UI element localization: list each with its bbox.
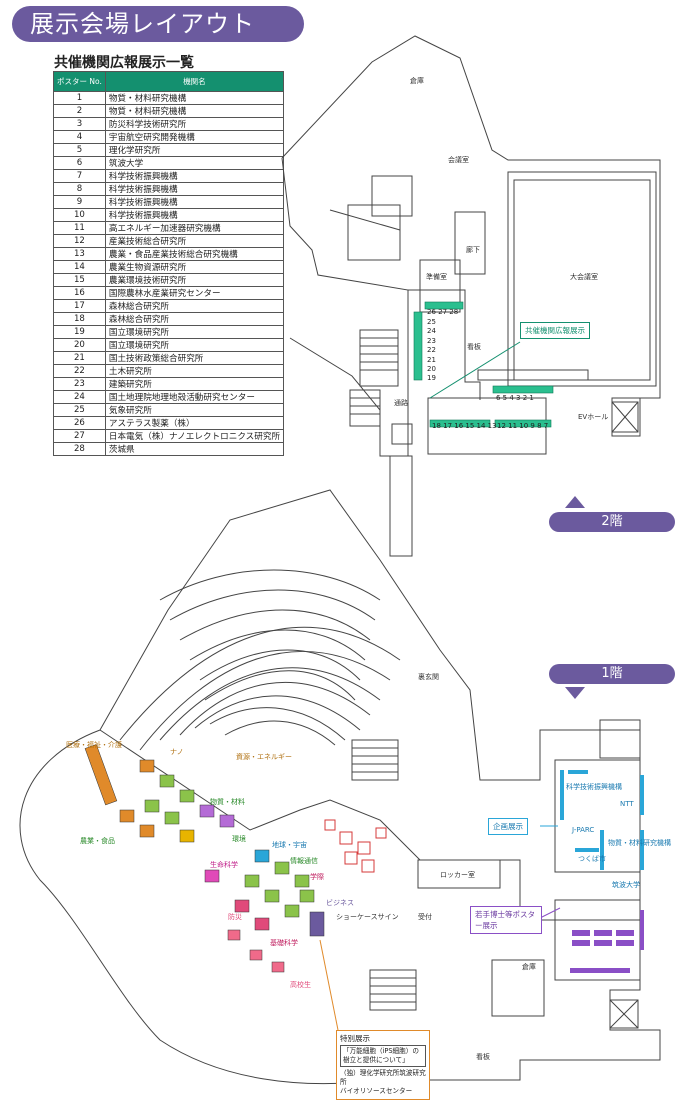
table-header-row: ポスター No. 機関名 [53, 71, 285, 92]
f1-tsukuba-city: つくば市 [578, 855, 606, 863]
special-line2: 樹立と提供について」 [343, 1056, 409, 1064]
up-arrow-icon [565, 496, 585, 508]
f2-tsuro: 通路 [394, 399, 408, 407]
f2-right-nums: 6 5 4 3 2 1 [496, 394, 534, 402]
col-org-name: 機関名 [104, 71, 285, 92]
f2-kaigishitsu: 会議室 [448, 156, 469, 164]
f1-bosai: 防災 [228, 913, 242, 921]
f1-ntt: NTT [620, 800, 634, 808]
f2-top-nums: 26 27 28 [427, 308, 459, 316]
f1-seimei: 生命科学 [210, 861, 238, 869]
f1-nano: ナノ [170, 748, 184, 756]
f2-soko: 倉庫 [410, 77, 424, 85]
f1-jst: 科学技術振興機構 [566, 783, 622, 791]
kikaku-callout: 企画展示 [488, 818, 528, 835]
org-name: 茨城県 [104, 442, 285, 456]
f2-left-num: 20 [427, 365, 436, 374]
f1-kiso: 基礎科学 [270, 939, 298, 947]
f2-left-num: 22 [427, 346, 436, 355]
f1-showcase: ショーケースサイン [336, 913, 399, 921]
f2-junbi: 準備室 [426, 273, 447, 281]
f1-joho: 情報通信 [290, 857, 318, 865]
f1-business: ビジネス [326, 899, 354, 907]
page-title: 展示会場レイアウト [30, 10, 255, 38]
special-line3: （独）理化学研究所筑波研究所 [340, 1069, 426, 1086]
f1-kokosei: 高校生 [290, 981, 311, 989]
f2-bottom-left: 18 17 16 15 14 13 [432, 422, 497, 430]
special-line4: バイオリソースセンター [340, 1087, 413, 1095]
special-topic: 「万能細胞（iPS細胞）の 樹立と提供について」 [340, 1045, 426, 1067]
f2-left-num: 23 [427, 336, 436, 345]
f2-left-num: 19 [427, 374, 436, 383]
f1-iryo: 医療・福祉・介護 [66, 741, 122, 749]
f1-jparc: J-PARC [572, 826, 595, 834]
wakate-callout: 若手博士等ポスター展示 [470, 906, 542, 934]
table-title: 共催機関広報展示一覧 [54, 55, 194, 71]
f1-gakkai: 学際 [310, 873, 324, 881]
f1-soko: 倉庫 [522, 963, 536, 971]
f2-kanban: 看板 [467, 343, 481, 351]
special-title: 特別展示 [340, 1034, 370, 1043]
f2-ev: EVホール [578, 413, 609, 421]
f2-bottom-right: 12 11 10 9 8 7 [497, 422, 549, 430]
f1-kanban: 看板 [476, 1053, 490, 1061]
f1-shigen: 資源・エネルギー [236, 753, 292, 761]
f1-busshitsu: 物質・材料 [210, 798, 245, 806]
f1-nogyo: 農業・食品 [80, 837, 115, 845]
kyosai-callout: 共催機関広報展示 [520, 322, 590, 339]
f1-tsukuba-univ: 筑波大学 [612, 881, 640, 889]
f1-ura-genkan: 裏玄関 [418, 673, 439, 681]
f2-hall: 大会議室 [570, 273, 598, 281]
down-arrow-icon [565, 687, 585, 699]
f2-left-num: 25 [427, 318, 436, 326]
special-line1: 「万能細胞（iPS細胞）の [343, 1047, 419, 1055]
floor-2-tag: 2階 [549, 512, 675, 532]
page-header: 展示会場レイアウト [12, 6, 304, 42]
floor-1-tag: 1階 [549, 664, 675, 684]
f1-uketsuke: 受付 [418, 913, 432, 921]
f1-chikyu: 地球・宇宙 [272, 841, 307, 849]
special-exhibit-box: 特別展示 「万能細胞（iPS細胞）の 樹立と提供について」 （独）理化学研究所筑… [336, 1030, 430, 1100]
f1-locker: ロッカー室 [440, 871, 475, 879]
f2-left-num: 21 [427, 355, 436, 364]
f1-kankyo: 環境 [232, 835, 246, 843]
f1-nims: 物質・材料研究機構 [608, 839, 671, 847]
f2-left-num: 24 [427, 327, 436, 336]
f2-rouka: 廊下 [466, 246, 480, 254]
